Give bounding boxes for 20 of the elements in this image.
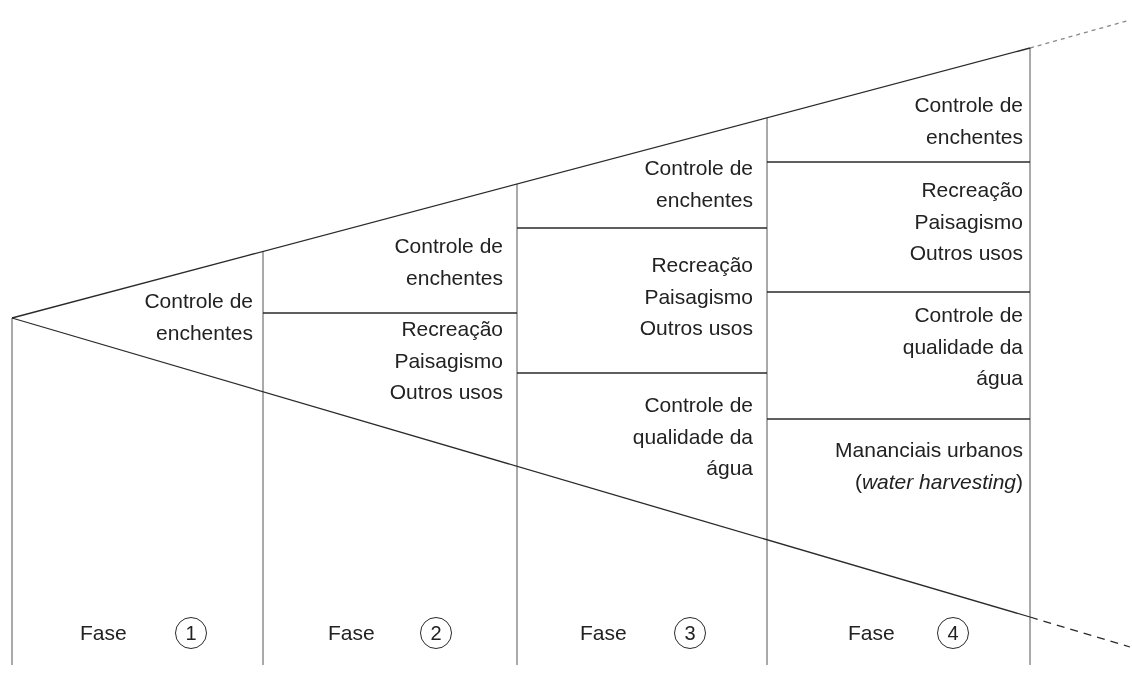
phase-label: Fase (328, 622, 375, 643)
use-label: Outros usos (909, 240, 1023, 266)
use-label: Recreação (401, 316, 503, 342)
use-label: Controle de enchentes (913, 92, 1023, 150)
use-label: Outros usos (639, 315, 753, 341)
use-label: Paisagismo (914, 208, 1023, 235)
use-label: Mananciais urbanos (water harvesting) (834, 437, 1023, 495)
phase-label: Fase (580, 622, 627, 643)
use-label: Controle de enchentes (393, 233, 503, 291)
use-label: Outros usos (389, 379, 503, 405)
use-label: Recreação (651, 252, 753, 278)
use-label: Controle de qualidade da água (631, 392, 753, 481)
use-label: Paisagismo (394, 347, 503, 374)
use-label: Controle de enchentes (143, 288, 253, 346)
use-label: Paisagismo (644, 283, 753, 310)
use-label: Recreação (921, 177, 1023, 203)
use-label: Controle de enchentes (643, 155, 753, 213)
phase-label: Fase (848, 622, 895, 643)
phase-label: Fase (80, 622, 127, 643)
use-label: Controle de qualidade da água (901, 302, 1023, 391)
